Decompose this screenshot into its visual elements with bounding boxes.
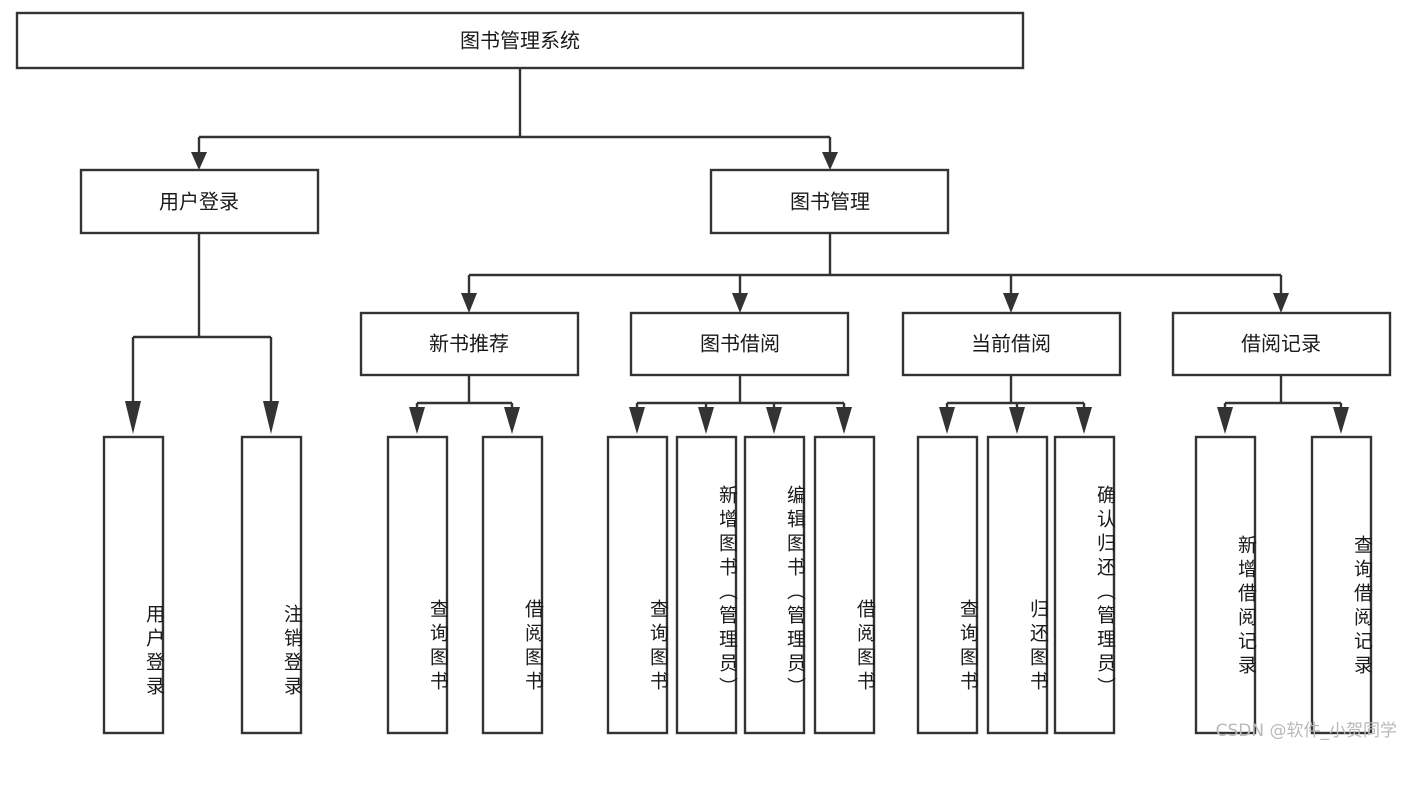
node-book-management-label: 图书管理 [790, 190, 870, 214]
leaf-box-query-book-3[interactable] [916, 435, 979, 735]
arrow-head-leaf-borrow-book-1 [504, 407, 520, 434]
watermark-text: CSDN @软件_小贺同学 [1215, 721, 1397, 741]
node-new-book-recommend-label: 新书推荐 [429, 332, 509, 356]
leaf-box-group [102, 435, 1373, 735]
arrow-head-leaf-add-record [1217, 407, 1233, 434]
arrow-head-leaf-borrow-book-2 [836, 407, 852, 434]
arrow-head-leaf-confirm-return [1076, 407, 1092, 434]
flowchart-svg: 图书管理系统 用户登录 图书管理 新书推荐 图书借阅 当前借阅 借阅记录 [15, 11, 1392, 735]
leaf-box-query-record[interactable] [1310, 435, 1373, 735]
node-user-login[interactable]: 用户登录 [79, 168, 320, 235]
node-borrow-record-label: 借阅记录 [1241, 332, 1321, 356]
leaf-box-return-book[interactable] [986, 435, 1049, 735]
arrow-head-current-borrow [1003, 293, 1019, 313]
diagram-canvas: 图书管理系统 用户登录 图书管理 新书推荐 图书借阅 当前借阅 借阅记录 [15, 11, 1397, 741]
leaf-box-borrow-book-1[interactable] [481, 435, 544, 735]
leaf-box-user-login[interactable] [102, 435, 165, 735]
node-new-book-recommend-box[interactable] [359, 311, 580, 377]
leaf-box-edit-book[interactable] [743, 435, 806, 735]
node-current-borrow[interactable]: 当前借阅 [901, 311, 1122, 377]
arrow-head-leaf-query-book-3 [939, 407, 955, 434]
arrow-head-leaf-query-book-2 [629, 407, 645, 434]
node-root-label: 图书管理系统 [460, 29, 580, 53]
arrow-head-new-book-rec [461, 293, 477, 313]
node-book-management[interactable]: 图书管理 [709, 168, 950, 235]
node-root[interactable]: 图书管理系统 [15, 11, 1025, 70]
leaf-box-add-record[interactable] [1194, 435, 1257, 735]
node-book-borrow-label: 图书借阅 [700, 332, 780, 356]
arrow-head-leaf-query-record [1333, 407, 1349, 434]
leaf-box-logout[interactable] [240, 435, 303, 735]
node-user-login-label: 用户登录 [159, 190, 239, 214]
arrow-head-leaf-logout [263, 401, 279, 434]
arrow-head-leaf-query-book-1 [409, 407, 425, 434]
node-borrow-record[interactable]: 借阅记录 [1171, 311, 1392, 377]
node-book-borrow[interactable]: 图书借阅 [629, 311, 850, 377]
node-borrow-record-box[interactable] [1171, 311, 1392, 377]
leaf-box-borrow-book-2[interactable] [813, 435, 876, 735]
leaf-box-add-book[interactable] [675, 435, 738, 735]
arrow-head-book-borrow [732, 293, 748, 313]
arrow-head-leaf-edit-book [766, 407, 782, 434]
arrow-head-leaf-user-login [125, 401, 141, 434]
arrow-head-book-mgmt [822, 152, 838, 170]
arrow-head-leaf-add-book [698, 407, 714, 434]
node-new-book-recommend[interactable]: 新书推荐 [359, 311, 580, 377]
arrow-head-leaf-return-book [1009, 407, 1025, 434]
node-book-management-box[interactable] [709, 168, 950, 235]
node-current-borrow-label: 当前借阅 [971, 332, 1051, 356]
node-user-login-box[interactable] [79, 168, 320, 235]
arrow-head-user-login [191, 152, 207, 170]
leaf-box-query-book-2[interactable] [606, 435, 669, 735]
leaf-box-confirm-return[interactable] [1053, 435, 1116, 735]
node-current-borrow-box[interactable] [901, 311, 1122, 377]
arrow-head-borrow-record [1273, 293, 1289, 313]
node-root-box[interactable] [15, 11, 1025, 70]
node-book-borrow-box[interactable] [629, 311, 850, 377]
leaf-box-query-book-1[interactable] [386, 435, 449, 735]
connector-group [125, 68, 1349, 434]
